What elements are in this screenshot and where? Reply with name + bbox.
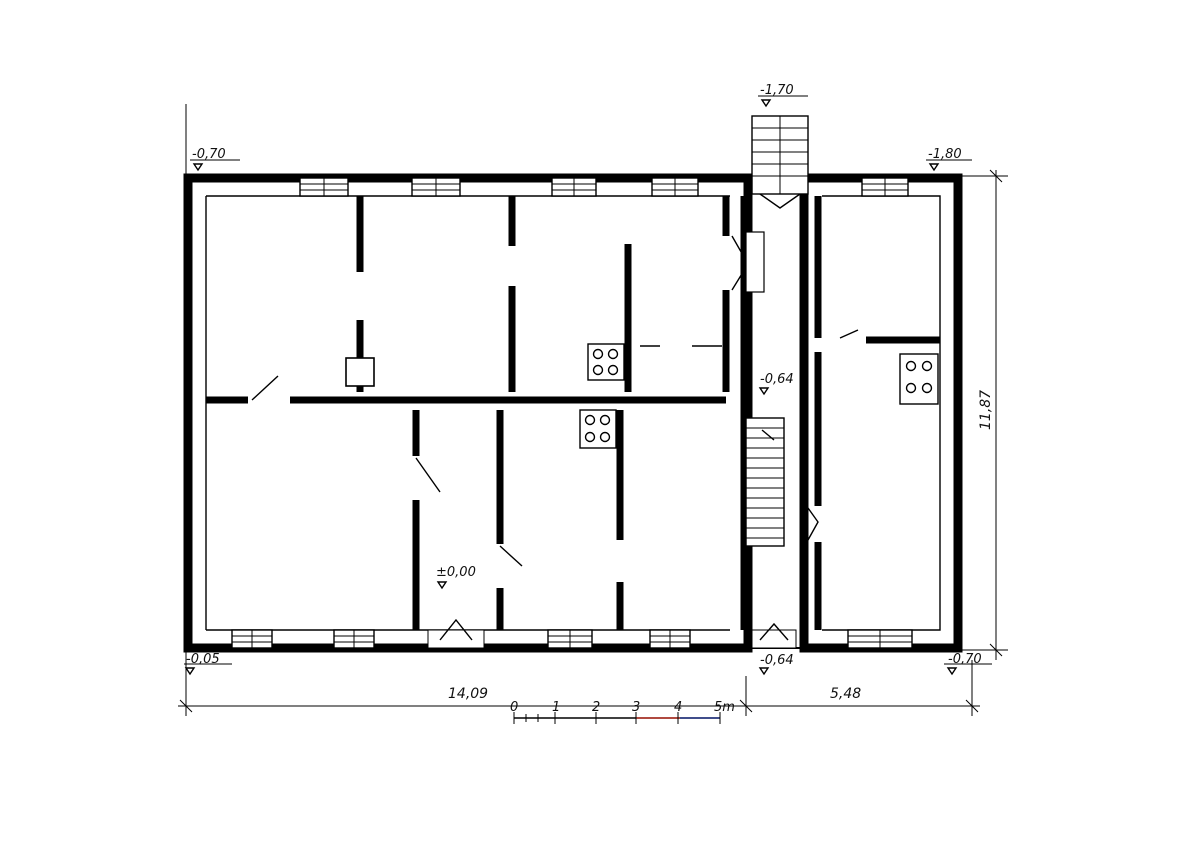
entrance-door	[427, 618, 797, 649]
dimension-lines	[178, 104, 1008, 716]
level-top-right: -1,80	[928, 147, 962, 162]
stair-corridor	[745, 417, 785, 547]
level-bottom-right: -0,70	[948, 652, 982, 667]
scale-bar	[513, 712, 721, 724]
level-bottom-corridor: -0,64	[760, 653, 794, 668]
level-top-left: -0,70	[192, 147, 226, 162]
dimension-wing-width: 5,48	[830, 686, 861, 702]
level-floor: ±0,00	[436, 565, 476, 580]
outer-walls	[183, 173, 963, 653]
scale-tick-2: 2	[592, 700, 600, 715]
windows-bottom	[231, 629, 913, 649]
stove-1	[587, 343, 625, 381]
scale-tick-3: 3	[632, 700, 640, 715]
scale-tick-4: 4	[674, 700, 682, 715]
level-bottom-left: -0,05	[186, 652, 220, 667]
stove-3	[899, 353, 939, 405]
chimney	[345, 357, 375, 387]
interior-walls	[206, 196, 940, 630]
dimension-main-width: 14,09	[448, 686, 488, 702]
level-markers	[184, 95, 992, 676]
level-corridor: -0,64	[760, 372, 794, 387]
corridor-window	[745, 231, 765, 293]
scale-tick-0: 0	[510, 700, 518, 715]
level-stair-top: -1,70	[760, 83, 794, 98]
stair-top	[751, 115, 809, 209]
windows-top	[299, 177, 909, 197]
inner-wall-faces	[205, 195, 941, 631]
scale-tick-5m: 5m	[714, 700, 735, 715]
scale-tick-1: 1	[552, 700, 560, 715]
stove-2	[579, 409, 617, 449]
dimension-depth: 11,87	[978, 390, 994, 430]
